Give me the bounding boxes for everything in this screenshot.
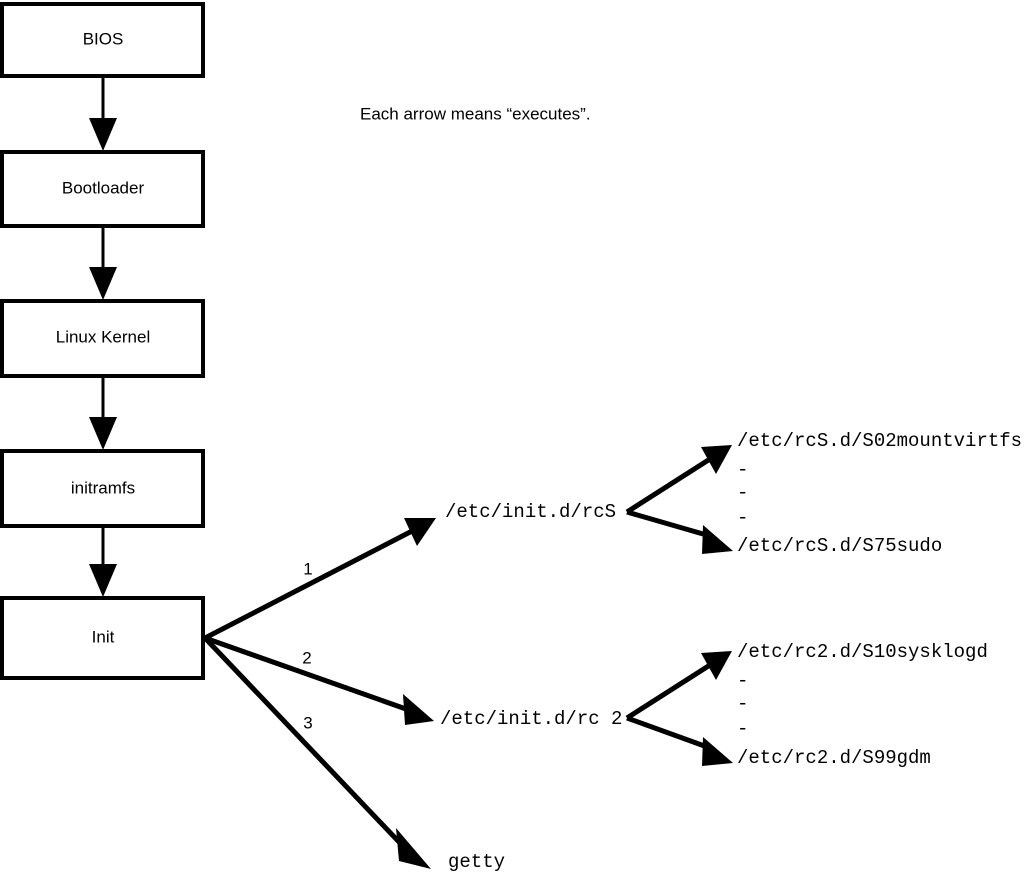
rcs-ellipsis-dash-2: - bbox=[737, 482, 748, 504]
arrow-rcs-to-first-script-head bbox=[701, 445, 732, 474]
edge-number-2: 2 bbox=[302, 648, 311, 667]
arrow-rcs-to-last-script-shaft bbox=[626, 509, 711, 539]
arrow-initramfs-to-init-head bbox=[89, 564, 117, 597]
node-bios-rect bbox=[0, 2, 205, 78]
label-etc-init-d-rc2[interactable]: /etc/init.d/rc 2 bbox=[440, 708, 622, 730]
rc2-ellipsis-dash-3: - bbox=[737, 718, 748, 740]
node-init-label: Init bbox=[92, 627, 115, 646]
node-init-rect bbox=[0, 596, 205, 680]
arrow-rc2-to-first-script bbox=[625, 651, 732, 721]
node-bootloader[interactable]: Bootloader bbox=[0, 150, 205, 228]
arrow-bios-to-bootloader-head bbox=[89, 118, 117, 151]
arrow-init-to-rc2 bbox=[204, 635, 434, 725]
arrow-bootloader-to-kernel bbox=[89, 226, 117, 300]
arrow-init-to-getty-head bbox=[396, 828, 431, 869]
label-rc2-last-script[interactable]: /etc/rc2.d/S99gdm bbox=[737, 747, 931, 769]
node-bios[interactable]: BIOS bbox=[0, 2, 205, 78]
arrow-init-to-rc2-shaft bbox=[204, 635, 407, 712]
label-etc-init-d-rcs[interactable]: /etc/init.d/rcS bbox=[445, 501, 616, 523]
arrow-init-to-rcs bbox=[203, 518, 436, 641]
rc2-ellipsis-dash-2: - bbox=[737, 693, 748, 715]
node-bootloader-label: Bootloader bbox=[62, 178, 145, 197]
arrow-init-to-rcs-shaft bbox=[203, 527, 416, 641]
arrow-kernel-to-initramfs-head bbox=[89, 417, 117, 450]
arrow-rcs-to-last-script-head bbox=[702, 525, 733, 554]
node-initramfs[interactable]: initramfs bbox=[0, 449, 205, 528]
arrow-init-to-getty-shaft bbox=[203, 636, 402, 845]
arrow-bootloader-to-kernel-head bbox=[89, 267, 117, 300]
edge-number-1: 1 bbox=[303, 559, 312, 578]
annotation-label: Each arrow means “executes”. bbox=[360, 104, 591, 123]
rcs-ellipsis-dash-1: - bbox=[737, 459, 748, 481]
node-linux-kernel[interactable]: Linux Kernel bbox=[0, 299, 205, 378]
rc2-ellipsis-dash-1: - bbox=[737, 670, 748, 692]
label-rc2-first-script[interactable]: /etc/rc2.d/S10sysklogd bbox=[737, 641, 988, 663]
arrow-rcs-to-first-script-shaft bbox=[625, 456, 712, 515]
arrow-rc2-to-last-script bbox=[626, 715, 733, 766]
arrow-rc2-to-first-script-head bbox=[701, 651, 732, 680]
arrow-initramfs-to-init bbox=[89, 526, 117, 597]
label-getty[interactable]: getty bbox=[448, 851, 505, 873]
node-init[interactable]: Init bbox=[0, 596, 205, 680]
arrow-kernel-to-initramfs bbox=[89, 376, 117, 450]
rcs-ellipsis-dash-3: - bbox=[737, 507, 748, 529]
arrow-init-to-rcs-head bbox=[404, 518, 436, 546]
arrow-rcs-to-first-script bbox=[625, 445, 732, 515]
arrow-init-to-rc2-head bbox=[403, 694, 434, 725]
arrow-rcs-to-last-script bbox=[626, 509, 733, 554]
node-initramfs-rect bbox=[0, 449, 205, 528]
arrow-rc2-to-last-script-head bbox=[702, 737, 733, 766]
node-linux-kernel-label: Linux Kernel bbox=[56, 327, 151, 346]
label-rcs-first-script[interactable]: /etc/rcS.d/S02mountvirtfs bbox=[737, 430, 1022, 452]
edge-number-3: 3 bbox=[303, 713, 312, 732]
node-bios-label: BIOS bbox=[83, 29, 124, 48]
arrow-rc2-to-first-script-shaft bbox=[625, 662, 712, 721]
arrow-bios-to-bootloader bbox=[89, 76, 117, 151]
label-rcs-last-script[interactable]: /etc/rcS.d/S75sudo bbox=[737, 535, 942, 557]
arrow-init-to-getty bbox=[203, 636, 431, 869]
node-initramfs-label: initramfs bbox=[71, 478, 135, 497]
arrow-rc2-to-last-script-shaft bbox=[626, 715, 711, 751]
